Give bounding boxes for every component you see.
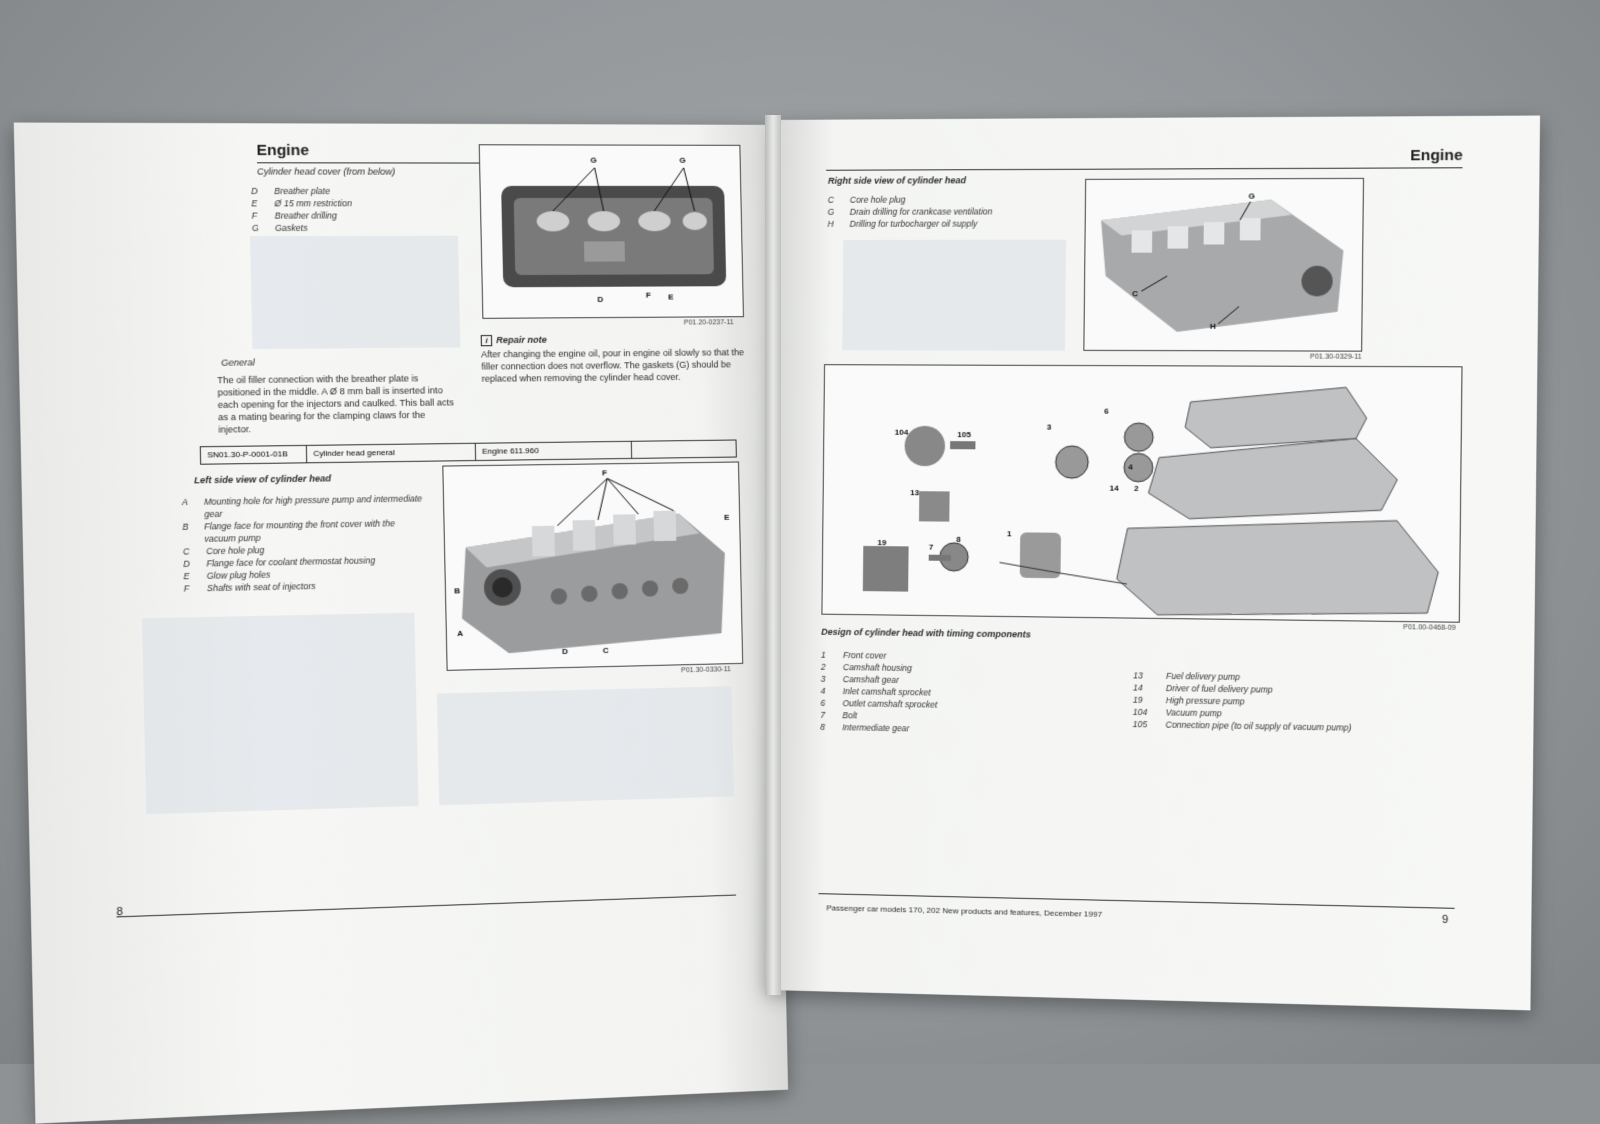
callout-D: D (597, 294, 604, 304)
cover-illustration (501, 145, 727, 288)
callout-E: E (668, 292, 674, 302)
fig4-code: P01.00-0468-09 (1403, 624, 1456, 632)
right-page-title: Engine (826, 146, 1463, 171)
timing-components-figure: 104 105 3 6 4 14 2 13 1 8 7 19 (821, 364, 1463, 623)
callout-105: 105 (957, 430, 971, 440)
callout-F: F (645, 290, 651, 300)
callout-1: 1 (1006, 529, 1012, 539)
info-icon: i (480, 335, 493, 347)
right-side-title: Right side view of cylinder head (827, 175, 967, 186)
table-cell: Engine 611.960 (475, 441, 633, 461)
left-side-view-figure: F E B A D C (442, 461, 744, 671)
cylinder-head-right-illustration (1099, 199, 1344, 333)
right-page: Engine Right side view of cylinder head … (765, 115, 1541, 1011)
right-side-view-figure: G C H (1083, 177, 1365, 352)
left-page-number: 8 (116, 905, 124, 919)
footer-text: Passenger car models 170, 202 New produc… (826, 903, 1103, 919)
book-spine (765, 115, 781, 995)
callout-19: 19 (877, 538, 887, 548)
callout-8: 8 (956, 534, 961, 544)
general-label: General (221, 357, 255, 368)
left-footer-rule (116, 894, 737, 918)
cylinder-head-cover-figure: G G D F E (478, 144, 744, 319)
callout-104: 104 (894, 427, 909, 437)
show-through-figure (142, 612, 419, 815)
cover-subtitle: Cylinder head cover (from below) (256, 166, 396, 177)
table-cell (632, 441, 715, 458)
callout-6: 6 (1104, 406, 1109, 416)
callout-C: C (602, 645, 609, 656)
show-through-figure (436, 686, 734, 806)
callout-E: E (723, 512, 730, 522)
general-text: The oil filler connection with the breat… (217, 373, 454, 435)
callout-F: F (601, 468, 608, 478)
fig2-code: P01.30-0330-11 (680, 666, 732, 675)
design-title: Design of cylinder head with timing comp… (821, 626, 1031, 640)
callout-7: 7 (928, 542, 934, 552)
callout-13: 13 (910, 488, 920, 498)
show-through-figure (249, 235, 461, 350)
cylinder-head-illustration (459, 463, 727, 655)
table-cell: Cylinder head general (306, 443, 477, 463)
right-page-number: 9 (1441, 913, 1449, 927)
repair-note-text: After changing the engine oil, pour in e… (480, 347, 744, 384)
left-side-title: Left side view of cylinder head (194, 473, 332, 486)
reference-table-row: SN01.30-P-0001-01B Cylinder head general… (199, 439, 737, 465)
callout-3: 3 (1046, 422, 1052, 432)
callout-G2: G (679, 155, 686, 165)
repair-note-label: Repair note (496, 334, 547, 346)
callout-2: 2 (1134, 483, 1139, 493)
fig1-code: P01.20-0237-11 (683, 319, 734, 327)
callout-C: C (1132, 289, 1139, 299)
show-through-figure (842, 239, 1067, 351)
callout-H: H (1209, 321, 1216, 331)
callout-14: 14 (1109, 483, 1119, 493)
callout-4: 4 (1128, 462, 1133, 472)
fig3-code: P01.30-0329-11 (1309, 353, 1362, 361)
table-cell: SN01.30-P-0001-01B (200, 445, 308, 464)
callout-D: D (561, 646, 569, 657)
left-page: Engine Cylinder head cover (from below) … (13, 122, 789, 1124)
exploded-view-illustration (862, 365, 1461, 622)
callout-A: A (457, 628, 464, 639)
callout-G1: G (590, 155, 597, 165)
callout-B: B (454, 586, 461, 596)
callout-G: G (1248, 191, 1255, 201)
